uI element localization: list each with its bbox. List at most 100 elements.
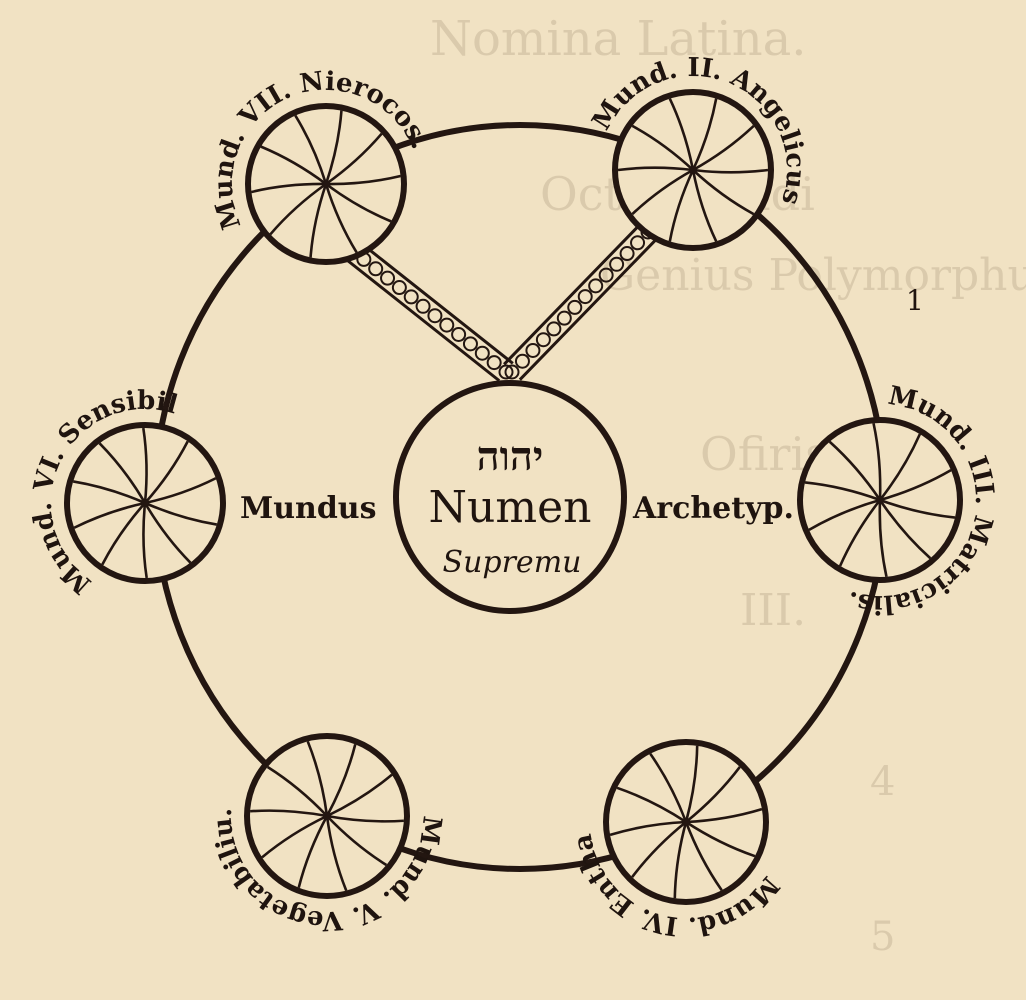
chain-rail: [344, 257, 501, 382]
mund-ii-wheel: [612, 89, 774, 251]
satellite-worlds: [64, 89, 963, 905]
chain-rail: [518, 238, 657, 381]
wheel-spoke: [101, 502, 146, 566]
wheel-spoke: [692, 124, 755, 172]
label-archetyp: Archetyp.: [632, 491, 794, 526]
wheel-spoke: [692, 169, 755, 216]
wheel-spoke: [617, 166, 694, 172]
center-supremum: Supremu: [443, 545, 582, 580]
wheel-spoke: [294, 114, 328, 185]
wheel-spoke: [878, 433, 922, 501]
wheel-spoke: [804, 481, 881, 502]
wheel-spoke: [73, 501, 146, 529]
wheel-spoke: [325, 744, 357, 817]
wheel-spoke: [261, 814, 328, 859]
wheel-spoke: [326, 815, 388, 867]
chain-link: [598, 267, 614, 283]
chain-link: [403, 289, 419, 305]
chain-rail: [357, 240, 514, 365]
wheel-spoke: [631, 124, 694, 171]
wheel-spoke: [309, 183, 328, 258]
chain-link: [451, 326, 467, 342]
wheel-spoke: [808, 498, 881, 531]
center-numen: Numen: [429, 482, 592, 533]
wheel-spoke: [668, 98, 695, 171]
chain-link: [486, 355, 502, 371]
mund-iv-wheel: [603, 739, 769, 905]
chain-link: [567, 299, 583, 315]
chain-link: [368, 261, 384, 277]
wheel-spoke: [685, 807, 763, 824]
margin-number: 1: [906, 284, 924, 317]
wheel-spoke: [878, 499, 932, 560]
mund-v-wheel: [244, 733, 410, 899]
chain-links: [344, 223, 657, 382]
chain-link: [546, 321, 562, 337]
wheel-spoke: [684, 745, 699, 823]
chain-link: [588, 278, 604, 294]
mund-vi-wheel: [64, 422, 226, 584]
chain-link: [514, 353, 530, 369]
wheel-hub: [141, 499, 149, 507]
chain-link: [474, 345, 490, 361]
wheel-spoke: [325, 182, 392, 223]
wheel-spoke: [72, 480, 146, 505]
wheel-spoke: [325, 815, 348, 892]
chain-link: [619, 246, 635, 262]
wheel-spoke: [685, 766, 741, 824]
wheel-spoke: [879, 469, 952, 502]
wheel-spoke: [838, 499, 882, 567]
wheel-spoke: [269, 182, 327, 236]
wheel-spoke: [144, 440, 189, 504]
wheel-hub: [682, 818, 690, 826]
wheel-spoke: [144, 501, 218, 526]
bleed-line: III.: [740, 585, 806, 636]
wheel-spoke: [616, 786, 687, 824]
chain-link: [577, 289, 593, 305]
chain-link: [535, 332, 551, 348]
wheel-spoke: [691, 98, 718, 171]
mund-vii-wheel: [245, 103, 407, 265]
wheel-spoke: [144, 477, 217, 505]
chain-rail: [503, 223, 642, 366]
chain-link: [462, 336, 478, 352]
chain-link: [391, 280, 407, 296]
mund-iii-wheel: [797, 417, 963, 583]
chain-link: [380, 270, 396, 286]
wheel-spoke: [631, 820, 687, 878]
wheel-hub: [689, 166, 697, 174]
wheel-spoke: [684, 821, 723, 891]
wheel-spoke: [692, 168, 769, 174]
wheel-spoke: [250, 809, 328, 818]
center-circle: [393, 380, 627, 614]
wheel-spoke: [297, 815, 329, 888]
wheel-spoke: [324, 183, 358, 254]
chain-link: [556, 310, 572, 326]
wheel-spoke: [649, 753, 688, 823]
wheel-spoke: [609, 820, 687, 837]
chain-link: [415, 298, 431, 314]
chain-link: [504, 364, 520, 380]
wheel-spoke: [143, 502, 192, 564]
wheel-hub: [322, 180, 330, 188]
wheel-spoke: [691, 169, 718, 242]
wheel-spoke: [142, 502, 148, 579]
chain-link: [498, 364, 514, 380]
wheel-spoke: [325, 174, 401, 186]
bleed-line: 4: [870, 759, 895, 805]
chain-link: [439, 317, 455, 333]
wheel-spoke: [326, 773, 393, 818]
wheel-spoke: [260, 145, 327, 186]
wheel-spoke: [326, 814, 404, 823]
wheel-spoke: [685, 820, 756, 858]
chain-link: [525, 342, 541, 358]
bleed-line: Nomina Latina.: [430, 11, 806, 67]
wheel-spoke: [251, 182, 327, 194]
chain-link: [630, 235, 646, 251]
wheel-spoke: [325, 132, 383, 186]
bleed-line: 5: [870, 914, 895, 960]
wheel-spoke: [668, 169, 695, 242]
wheel-hub: [323, 812, 331, 820]
